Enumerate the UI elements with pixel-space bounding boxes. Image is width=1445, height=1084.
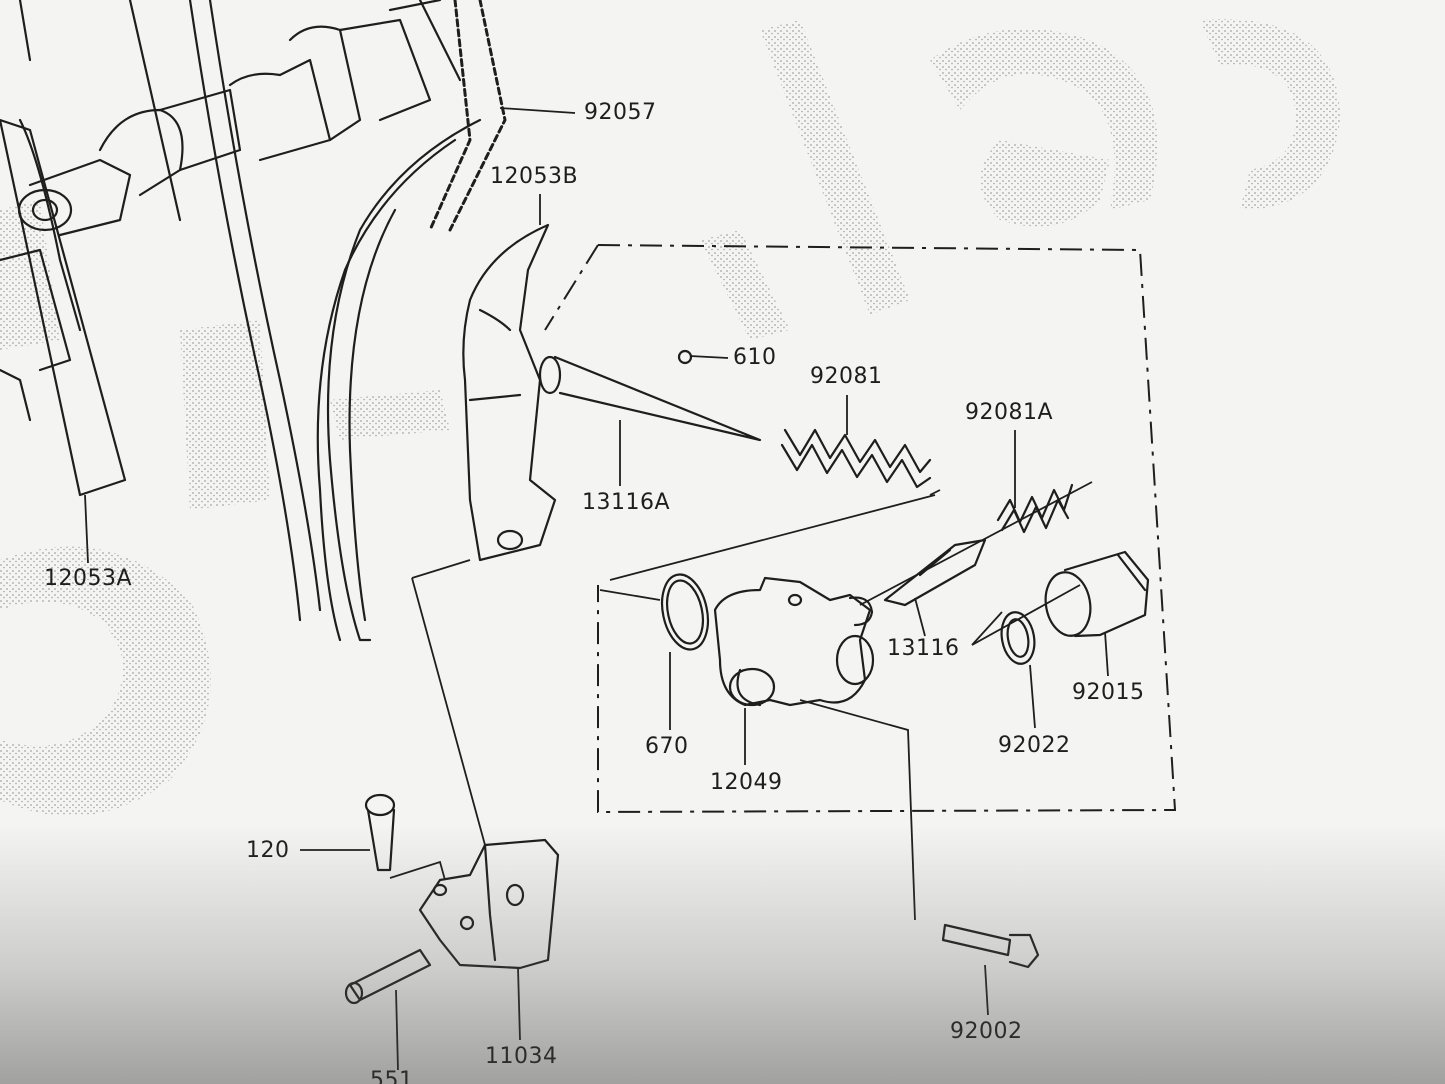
label-13116a: 13116A xyxy=(582,490,671,515)
label-610: 610 xyxy=(733,345,777,370)
camshaft xyxy=(17,0,462,237)
label-12049: 12049 xyxy=(710,770,783,795)
assembly-outline xyxy=(544,244,1177,814)
cam-chain xyxy=(428,0,507,232)
label-120: 120 xyxy=(246,838,290,863)
tensioner-shoe-12053b xyxy=(462,223,557,562)
tensioner-guide-12053a xyxy=(0,118,127,497)
label-12053a: 12053A xyxy=(44,566,133,591)
label-551: 551 xyxy=(370,1068,414,1084)
pin-551 xyxy=(344,948,432,1005)
label-12053b: 12053B xyxy=(490,164,579,189)
label-92015: 92015 xyxy=(1072,680,1145,705)
leader-lines xyxy=(84,107,1109,1071)
label-92002: 92002 xyxy=(950,1019,1023,1044)
spring-92081 xyxy=(780,428,932,489)
rod-13116 xyxy=(883,538,987,607)
tensioner-body-12049 xyxy=(713,576,875,707)
label-92022: 92022 xyxy=(998,733,1071,758)
bolt-92002 xyxy=(941,923,1040,969)
label-92081: 92081 xyxy=(810,364,883,389)
cap-92015 xyxy=(1044,550,1150,638)
label-92057: 92057 xyxy=(584,100,657,125)
label-13116: 13116 xyxy=(887,636,960,661)
o-ring-670 xyxy=(660,573,710,651)
bracket-11034 xyxy=(418,838,560,970)
label-670: 670 xyxy=(645,734,689,759)
watermark xyxy=(0,19,1340,816)
label-92081a: 92081A xyxy=(965,400,1054,425)
bolt-120 xyxy=(364,793,396,872)
pushrod-13116a xyxy=(538,349,762,442)
label-11034: 11034 xyxy=(485,1044,558,1069)
washer-92022 xyxy=(1000,611,1036,665)
chain-guide-92057 xyxy=(188,0,482,642)
